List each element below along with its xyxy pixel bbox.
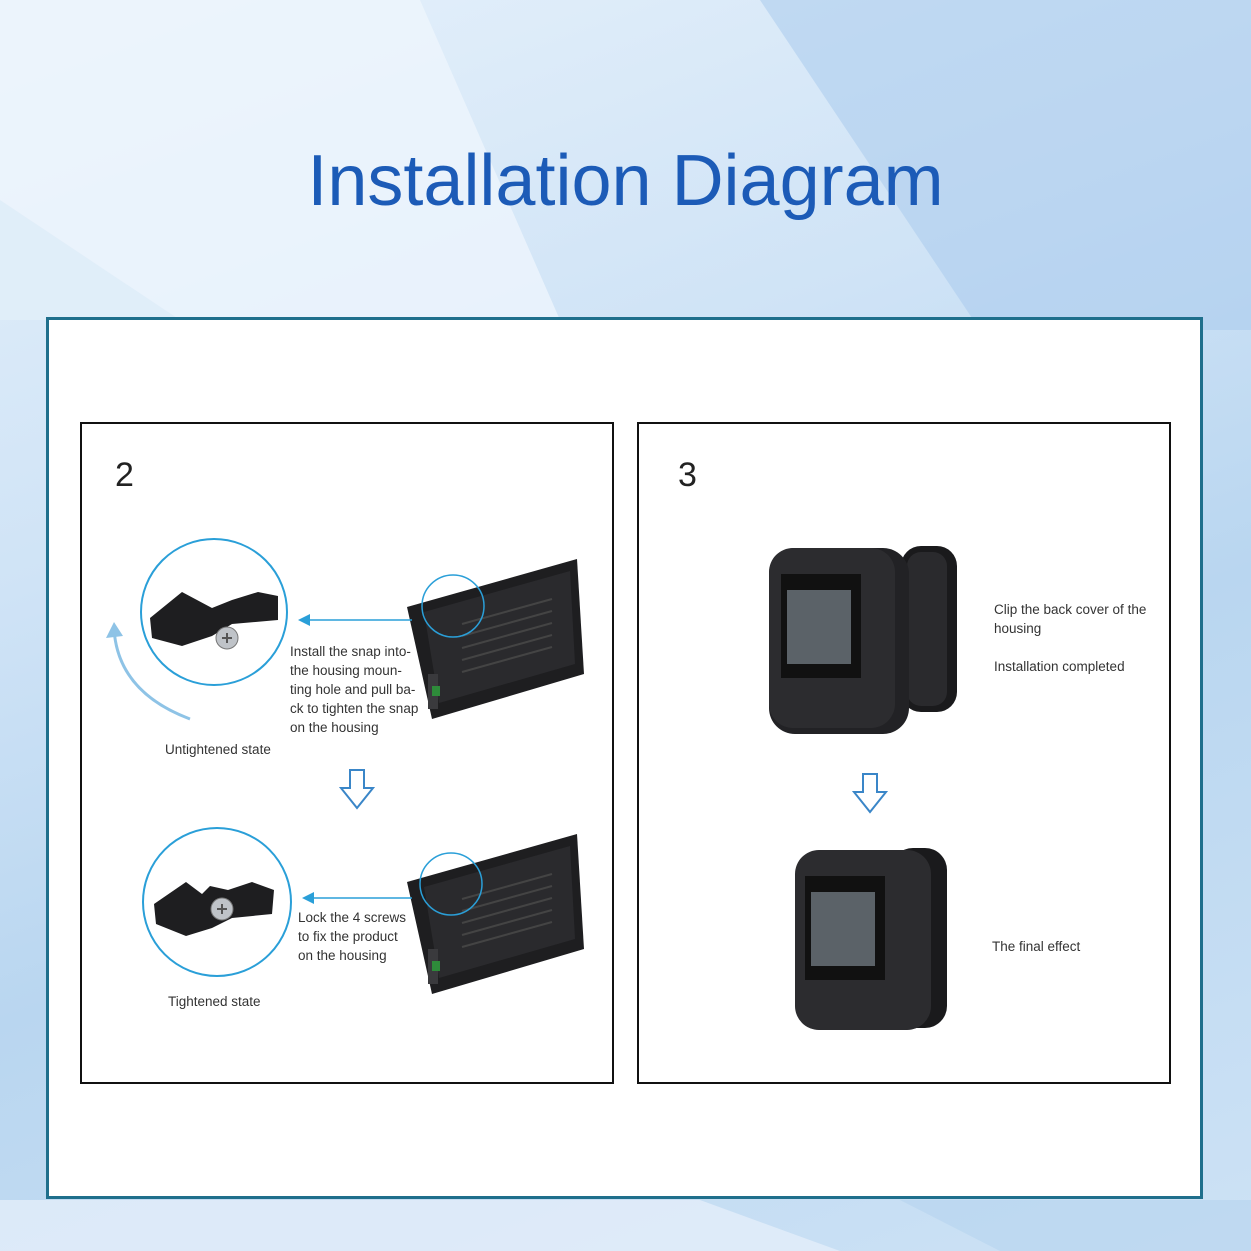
lock-instruction: Lock the 4 screws to fix the product on … xyxy=(298,910,407,963)
tightened-label: Tightened state xyxy=(168,994,261,1009)
step-3-illustration xyxy=(769,546,957,1030)
device-callout-circle-lower xyxy=(419,852,483,916)
untightened-label: Untightened state xyxy=(165,742,271,757)
pointer-arrow-lower xyxy=(302,892,314,904)
page-title: Installation Diagram xyxy=(307,141,944,221)
snap-tightened-zoom xyxy=(142,827,292,977)
step-number: 3 xyxy=(678,456,697,494)
device-callout-circle xyxy=(421,574,485,638)
down-arrow-icon xyxy=(338,769,376,810)
down-arrow-icon xyxy=(851,773,889,814)
clip-instruction: Clip the back cover of the housing xyxy=(994,602,1147,636)
pointer-arrow-upper xyxy=(298,614,310,626)
step-number: 2 xyxy=(115,456,134,494)
step-2-illustration xyxy=(106,538,584,994)
panel-device-back-lower xyxy=(407,834,584,994)
device-with-back-cover xyxy=(769,546,957,734)
snap-untightened-zoom xyxy=(140,538,288,686)
final-effect-label: The final effect xyxy=(992,939,1081,954)
step-3-panel: 3 Clip the back cover of the housing Ins… xyxy=(637,422,1171,1084)
install-instruction: Install the snap into- the housing moun-… xyxy=(290,644,419,735)
rotate-arrow xyxy=(112,628,191,721)
panel-device-back-upper xyxy=(407,559,584,719)
step-2-panel: 2 xyxy=(80,422,614,1084)
device-final xyxy=(795,848,947,1030)
installation-completed-label: Installation completed xyxy=(994,659,1125,674)
